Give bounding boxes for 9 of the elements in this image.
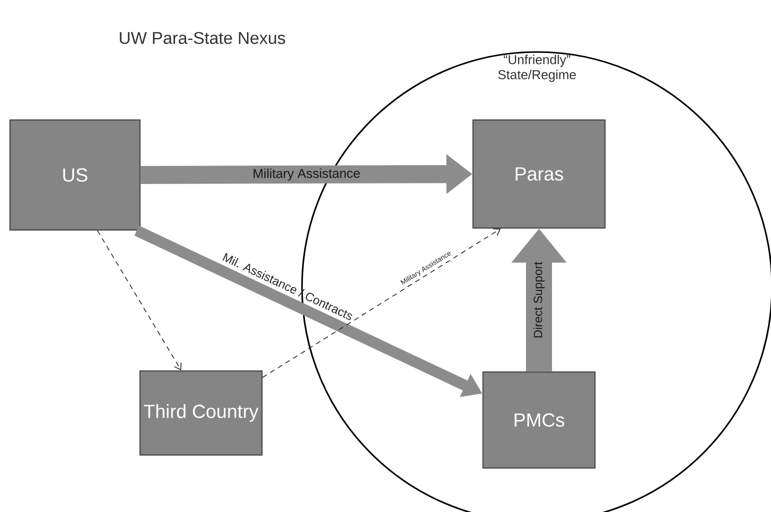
dashed-arrow — [262, 228, 501, 378]
edge-label: Direct Support — [532, 260, 546, 340]
actor-box: PMCs — [482, 371, 596, 469]
actor-box: Paras — [472, 119, 606, 229]
actor-box: US — [9, 119, 141, 231]
title: UW Para-State Nexus — [120, 32, 286, 44]
dashed-arrow — [97, 230, 182, 370]
edge-label: Military Assistance — [252, 167, 362, 182]
actor-box: Third Country — [139, 370, 263, 456]
